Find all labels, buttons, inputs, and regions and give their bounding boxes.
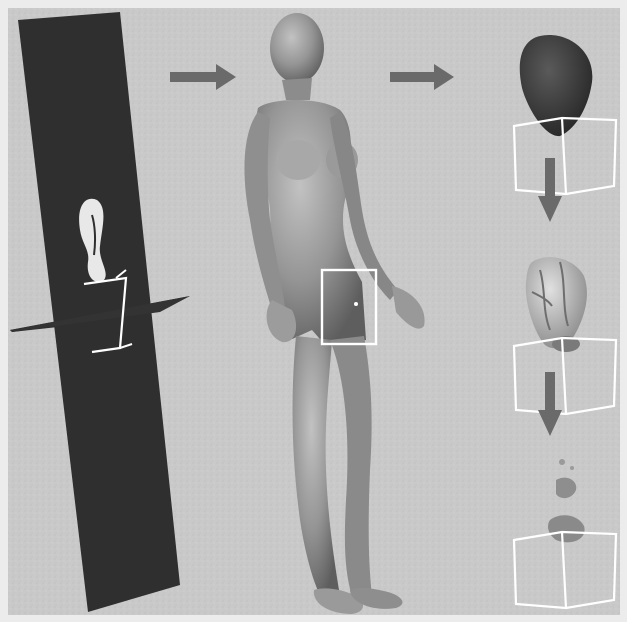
head (270, 13, 324, 83)
neck (282, 78, 312, 100)
chest-left (276, 140, 320, 180)
